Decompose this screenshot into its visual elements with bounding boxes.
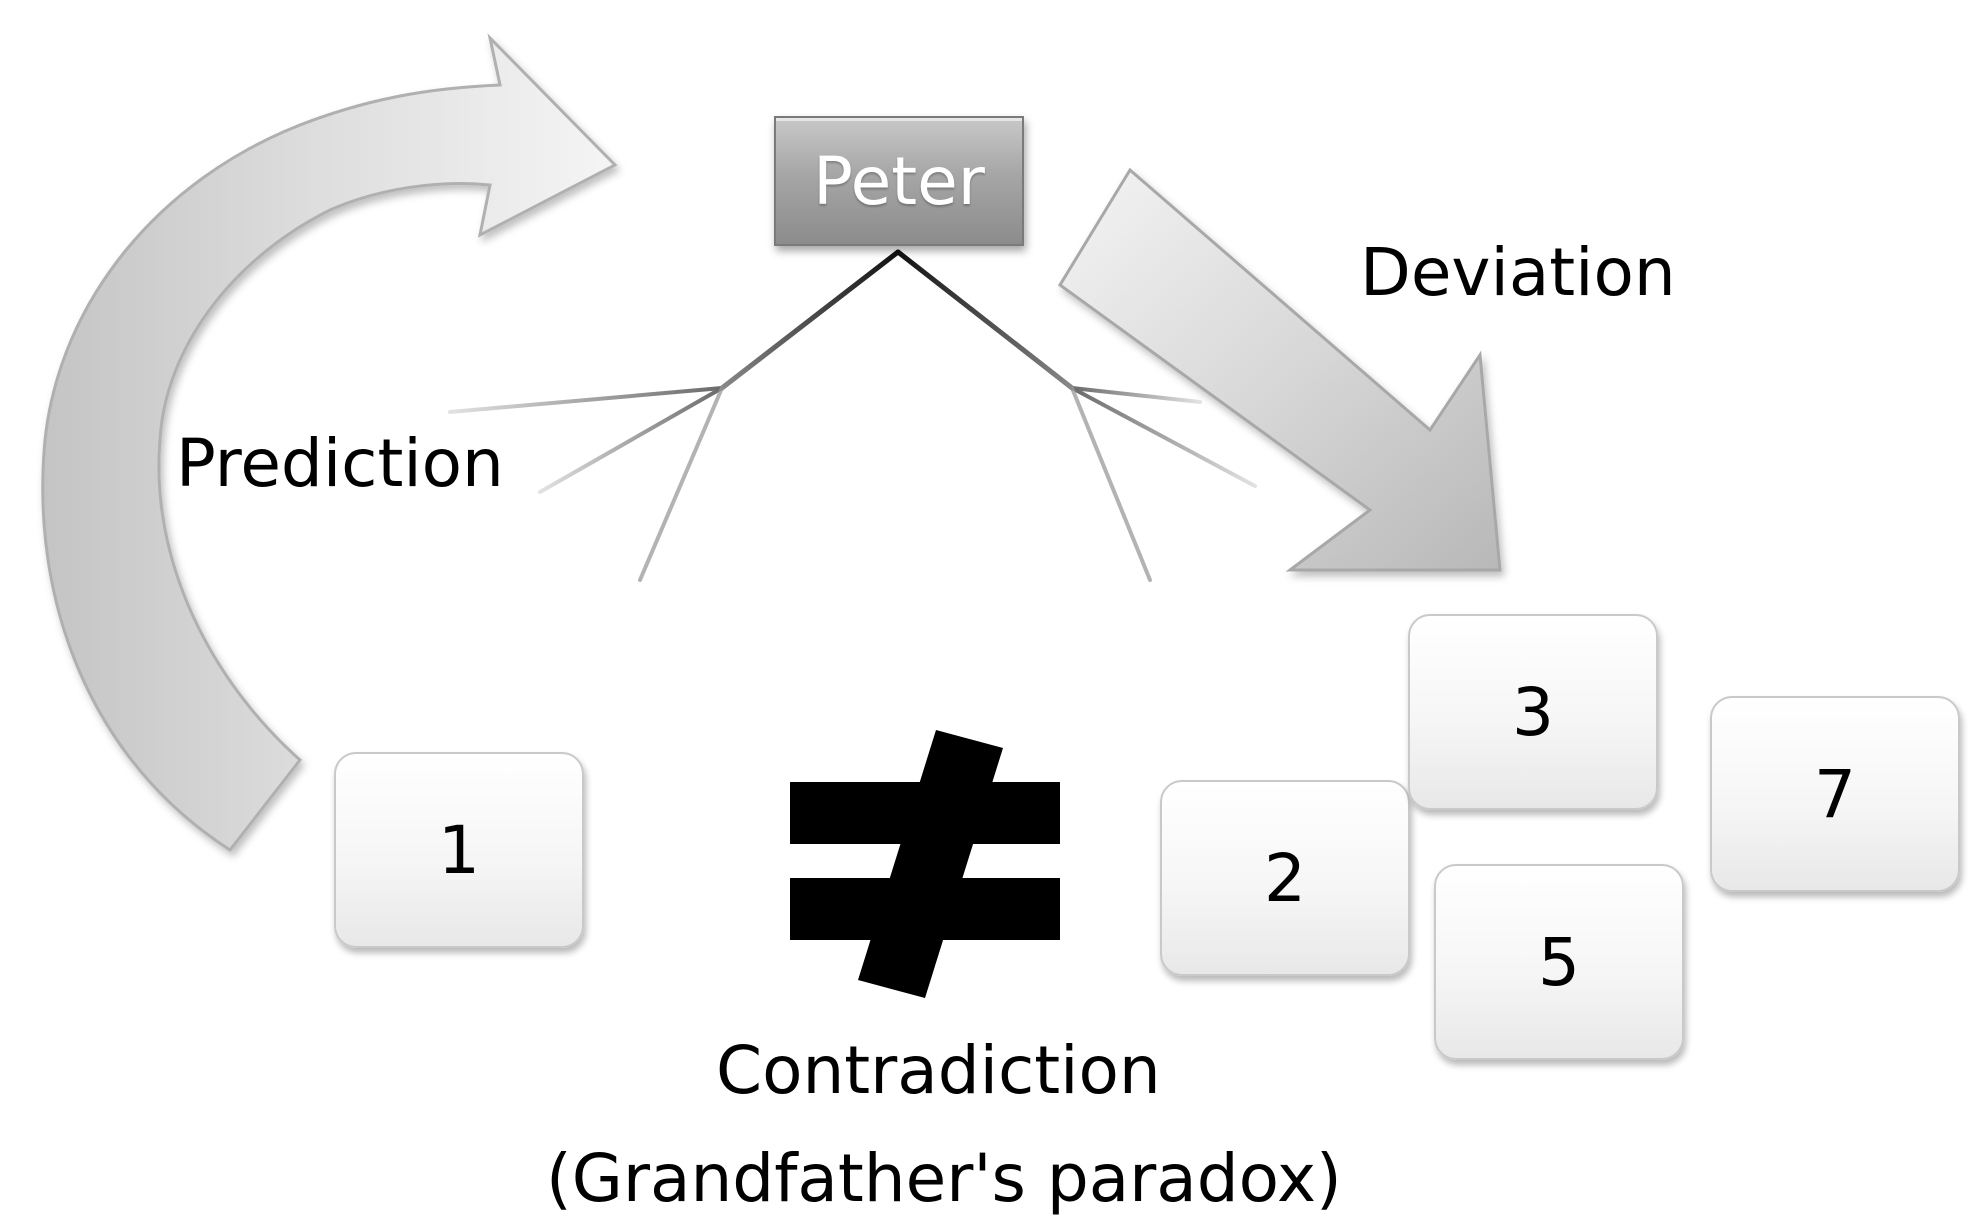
peter-node: Peter <box>774 116 1024 246</box>
node-5-label: 5 <box>1538 923 1580 1001</box>
contradiction-label: Contradiction <box>716 1032 1161 1109</box>
node-3: 3 <box>1408 614 1658 810</box>
peter-label: Peter <box>813 142 985 220</box>
deviation-arrow-icon <box>1057 167 1502 572</box>
node-7: 7 <box>1710 696 1960 892</box>
node-5: 5 <box>1434 864 1684 1060</box>
node-1-label: 1 <box>438 811 480 889</box>
node-7-label: 7 <box>1814 755 1856 833</box>
node-2-label: 2 <box>1264 839 1306 917</box>
deviation-label: Deviation <box>1360 234 1676 311</box>
contradiction-subtitle: (Grandfather's paradox) <box>546 1140 1342 1217</box>
not-equal-icon <box>790 730 1060 998</box>
node-1: 1 <box>334 752 584 948</box>
decision-tree-branches <box>448 249 1257 582</box>
prediction-label: Prediction <box>176 425 504 502</box>
node-2: 2 <box>1160 780 1410 976</box>
prediction-arrow-icon <box>41 33 618 853</box>
node-3-label: 3 <box>1512 673 1554 751</box>
